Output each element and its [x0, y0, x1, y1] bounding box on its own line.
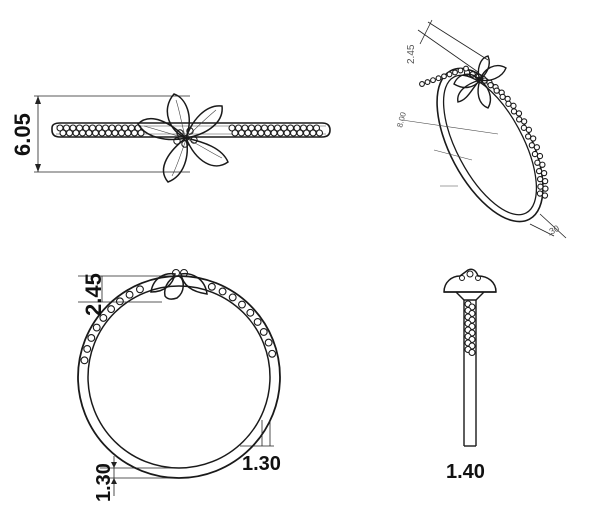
round-pave-stone-icon	[83, 344, 92, 353]
round-pave-stone-icon	[125, 290, 134, 299]
round-pave-stone-icon	[435, 75, 442, 82]
round-pave-stone-icon	[534, 159, 541, 166]
round-pave-stone-icon	[430, 77, 436, 84]
round-pave-stone-icon	[521, 118, 528, 125]
round-pave-stone-icon	[419, 81, 425, 87]
round-pave-stone-icon	[533, 144, 541, 151]
top-view: 6.05	[10, 93, 331, 183]
round-pave-stone-icon	[238, 300, 246, 309]
round-pave-stone-icon	[510, 108, 518, 115]
round-pave-stone-icon	[510, 102, 517, 109]
round-pave-stone-icon	[539, 161, 546, 168]
front-view-dimension-shank-left: 1.30	[93, 463, 115, 502]
round-pave-stone-icon	[463, 65, 469, 72]
flower-head-icon	[137, 93, 229, 183]
round-pave-stone-icon	[207, 282, 216, 291]
round-pave-stone-icon	[531, 150, 539, 158]
pave-stones-front-left	[80, 285, 144, 365]
round-pave-stone-icon	[253, 317, 262, 326]
pave-stones-front-right	[207, 282, 277, 358]
round-pave-stone-icon	[312, 124, 321, 132]
front-view-dimension-shank-right: 1.30	[242, 453, 281, 475]
round-pave-stone-icon	[228, 293, 237, 302]
round-pave-stone-icon	[137, 129, 145, 137]
round-pave-stone-icon	[115, 297, 124, 306]
pave-stones-left	[56, 124, 145, 137]
round-pave-stone-icon	[487, 82, 494, 89]
round-pave-stone-icon	[516, 116, 523, 123]
round-pave-stone-icon	[259, 327, 268, 336]
round-pave-stone-icon	[99, 313, 108, 322]
round-pave-stone-icon	[505, 100, 512, 107]
perspective-dimension-top: 2.45	[406, 44, 417, 64]
perspective-dimension-bottom: .30	[545, 223, 561, 238]
round-pave-stone-icon	[457, 67, 464, 74]
round-pave-stone-icon	[446, 71, 453, 78]
flower-head-icon	[453, 55, 507, 109]
pave-stones-right	[228, 124, 324, 137]
front-view: 2.45 1.30 1.30	[77, 269, 281, 502]
round-pave-stone-icon	[528, 142, 536, 149]
round-pave-stone-icon	[525, 126, 533, 133]
round-pave-stone-icon	[136, 285, 144, 294]
round-pave-stone-icon	[536, 175, 544, 183]
perspective-view: 2.45 8.00 .30	[395, 19, 567, 239]
round-pave-stone-icon	[536, 152, 544, 160]
round-pave-stone-icon	[537, 183, 544, 190]
round-pave-stone-icon	[452, 69, 458, 76]
round-pave-stone-icon	[541, 177, 549, 185]
round-pave-stone-icon	[504, 95, 511, 103]
round-pave-stone-icon	[218, 287, 227, 296]
round-pave-stone-icon	[535, 167, 543, 175]
round-pave-stone-icon	[541, 192, 549, 199]
flower-head-icon	[150, 269, 208, 300]
round-pave-stone-icon	[520, 124, 528, 131]
round-pave-stone-icon	[468, 348, 476, 357]
round-pave-stone-icon	[268, 349, 277, 358]
round-pave-stone-icon	[92, 323, 101, 332]
round-pave-stone-icon	[542, 185, 549, 192]
round-pave-stone-icon	[493, 87, 500, 94]
round-pave-stone-icon	[540, 169, 548, 177]
round-pave-stone-icon	[107, 305, 116, 314]
round-pave-stone-icon	[441, 73, 447, 80]
round-pave-stone-icon	[530, 135, 537, 142]
round-pave-stone-icon	[515, 110, 523, 117]
top-view-dimension: 6.05	[10, 113, 35, 156]
round-pave-stone-icon	[264, 338, 273, 347]
front-view-dimension-head: 2.45	[81, 273, 106, 316]
round-pave-stone-icon	[499, 93, 506, 101]
round-pave-stone-icon	[424, 79, 431, 86]
round-pave-stone-icon	[315, 129, 324, 137]
round-pave-stone-icon	[87, 334, 96, 342]
side-view-dimension-width: 1.40	[446, 461, 485, 483]
round-pave-stone-icon	[525, 133, 532, 140]
round-pave-stone-icon	[80, 356, 89, 365]
perspective-dimension-side: 8.00	[395, 111, 408, 129]
round-pave-stone-icon	[246, 308, 255, 317]
side-view: 1.40	[443, 268, 497, 483]
pave-stones-side	[464, 300, 476, 357]
round-pave-stone-icon	[536, 190, 544, 197]
